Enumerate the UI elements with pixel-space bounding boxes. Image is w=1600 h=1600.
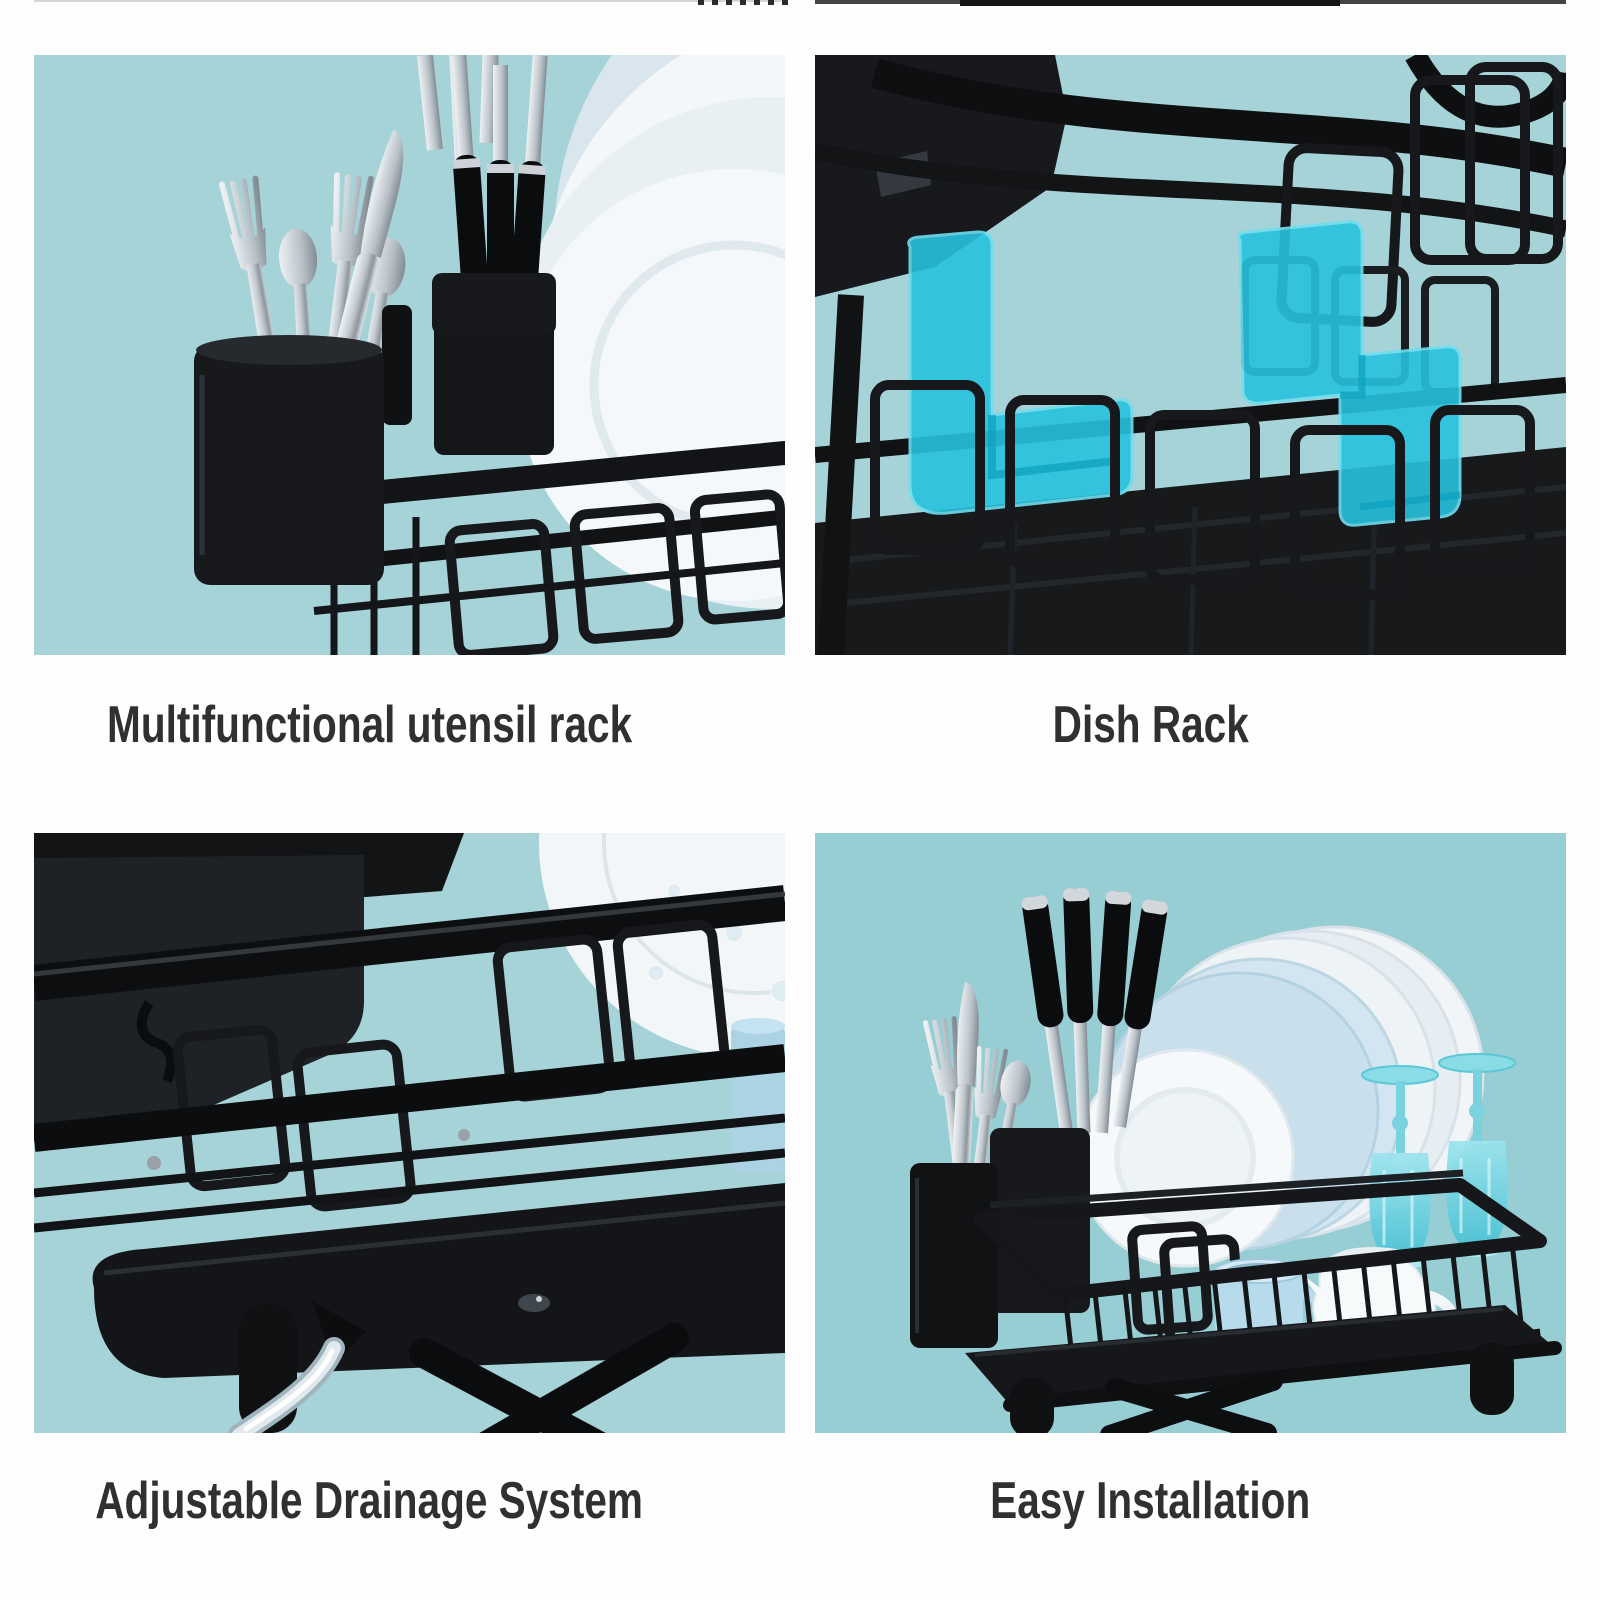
- dish-rack-illustration: [815, 55, 1566, 655]
- caption-adjustable-drainage-system: Adjustable Drainage System: [34, 1466, 785, 1536]
- highlighted-cup-holder-left: [907, 230, 1134, 515]
- left-frame-bar: [818, 294, 864, 655]
- crossed-feet: [1100, 1371, 1283, 1433]
- caption-text: Easy Installation: [990, 1472, 1311, 1530]
- photo-easy-installation: [815, 833, 1566, 1433]
- crossed-feet: [409, 1323, 689, 1433]
- caption-text: Multifunctional utensil rack: [106, 696, 633, 754]
- top-crop-ticks: [698, 0, 790, 5]
- rack-leg-left: [1010, 1378, 1054, 1433]
- top-crop-bar-right: [960, 0, 1340, 6]
- s-hook: [136, 1000, 177, 1083]
- front-wire-dividers: [870, 380, 1535, 600]
- dark-background-object: [34, 855, 364, 1141]
- top-crop-line-left: [34, 0, 785, 2]
- caption-easy-installation: Easy Installation: [815, 1466, 1566, 1536]
- photo-adjustable-drainage: [34, 833, 785, 1433]
- rack-leg-right: [1470, 1343, 1514, 1415]
- utensil-rack-illustration: [34, 55, 785, 655]
- knife-set: [1021, 887, 1168, 1134]
- photo-dish-rack: [815, 55, 1566, 655]
- utensil-holder: [194, 305, 412, 585]
- drainage-illustration: [34, 833, 785, 1433]
- photo-multifunctional-utensil-rack: [34, 55, 785, 655]
- rack-frame: [34, 885, 785, 1233]
- installation-illustration: [815, 833, 1566, 1433]
- drain-spout-and-water: [228, 1301, 366, 1433]
- water-droplets: [647, 883, 785, 1003]
- caption-dish-rack: Dish Rack: [815, 690, 1566, 760]
- basket-rim: [973, 1169, 1547, 1302]
- knife-block-and-knives: [417, 55, 556, 455]
- caption-text: Adjustable Drainage System: [95, 1472, 644, 1530]
- caption-multifunctional-utensil-rack: Multifunctional utensil rack: [34, 690, 785, 760]
- caption-text: Dish Rack: [1052, 696, 1249, 754]
